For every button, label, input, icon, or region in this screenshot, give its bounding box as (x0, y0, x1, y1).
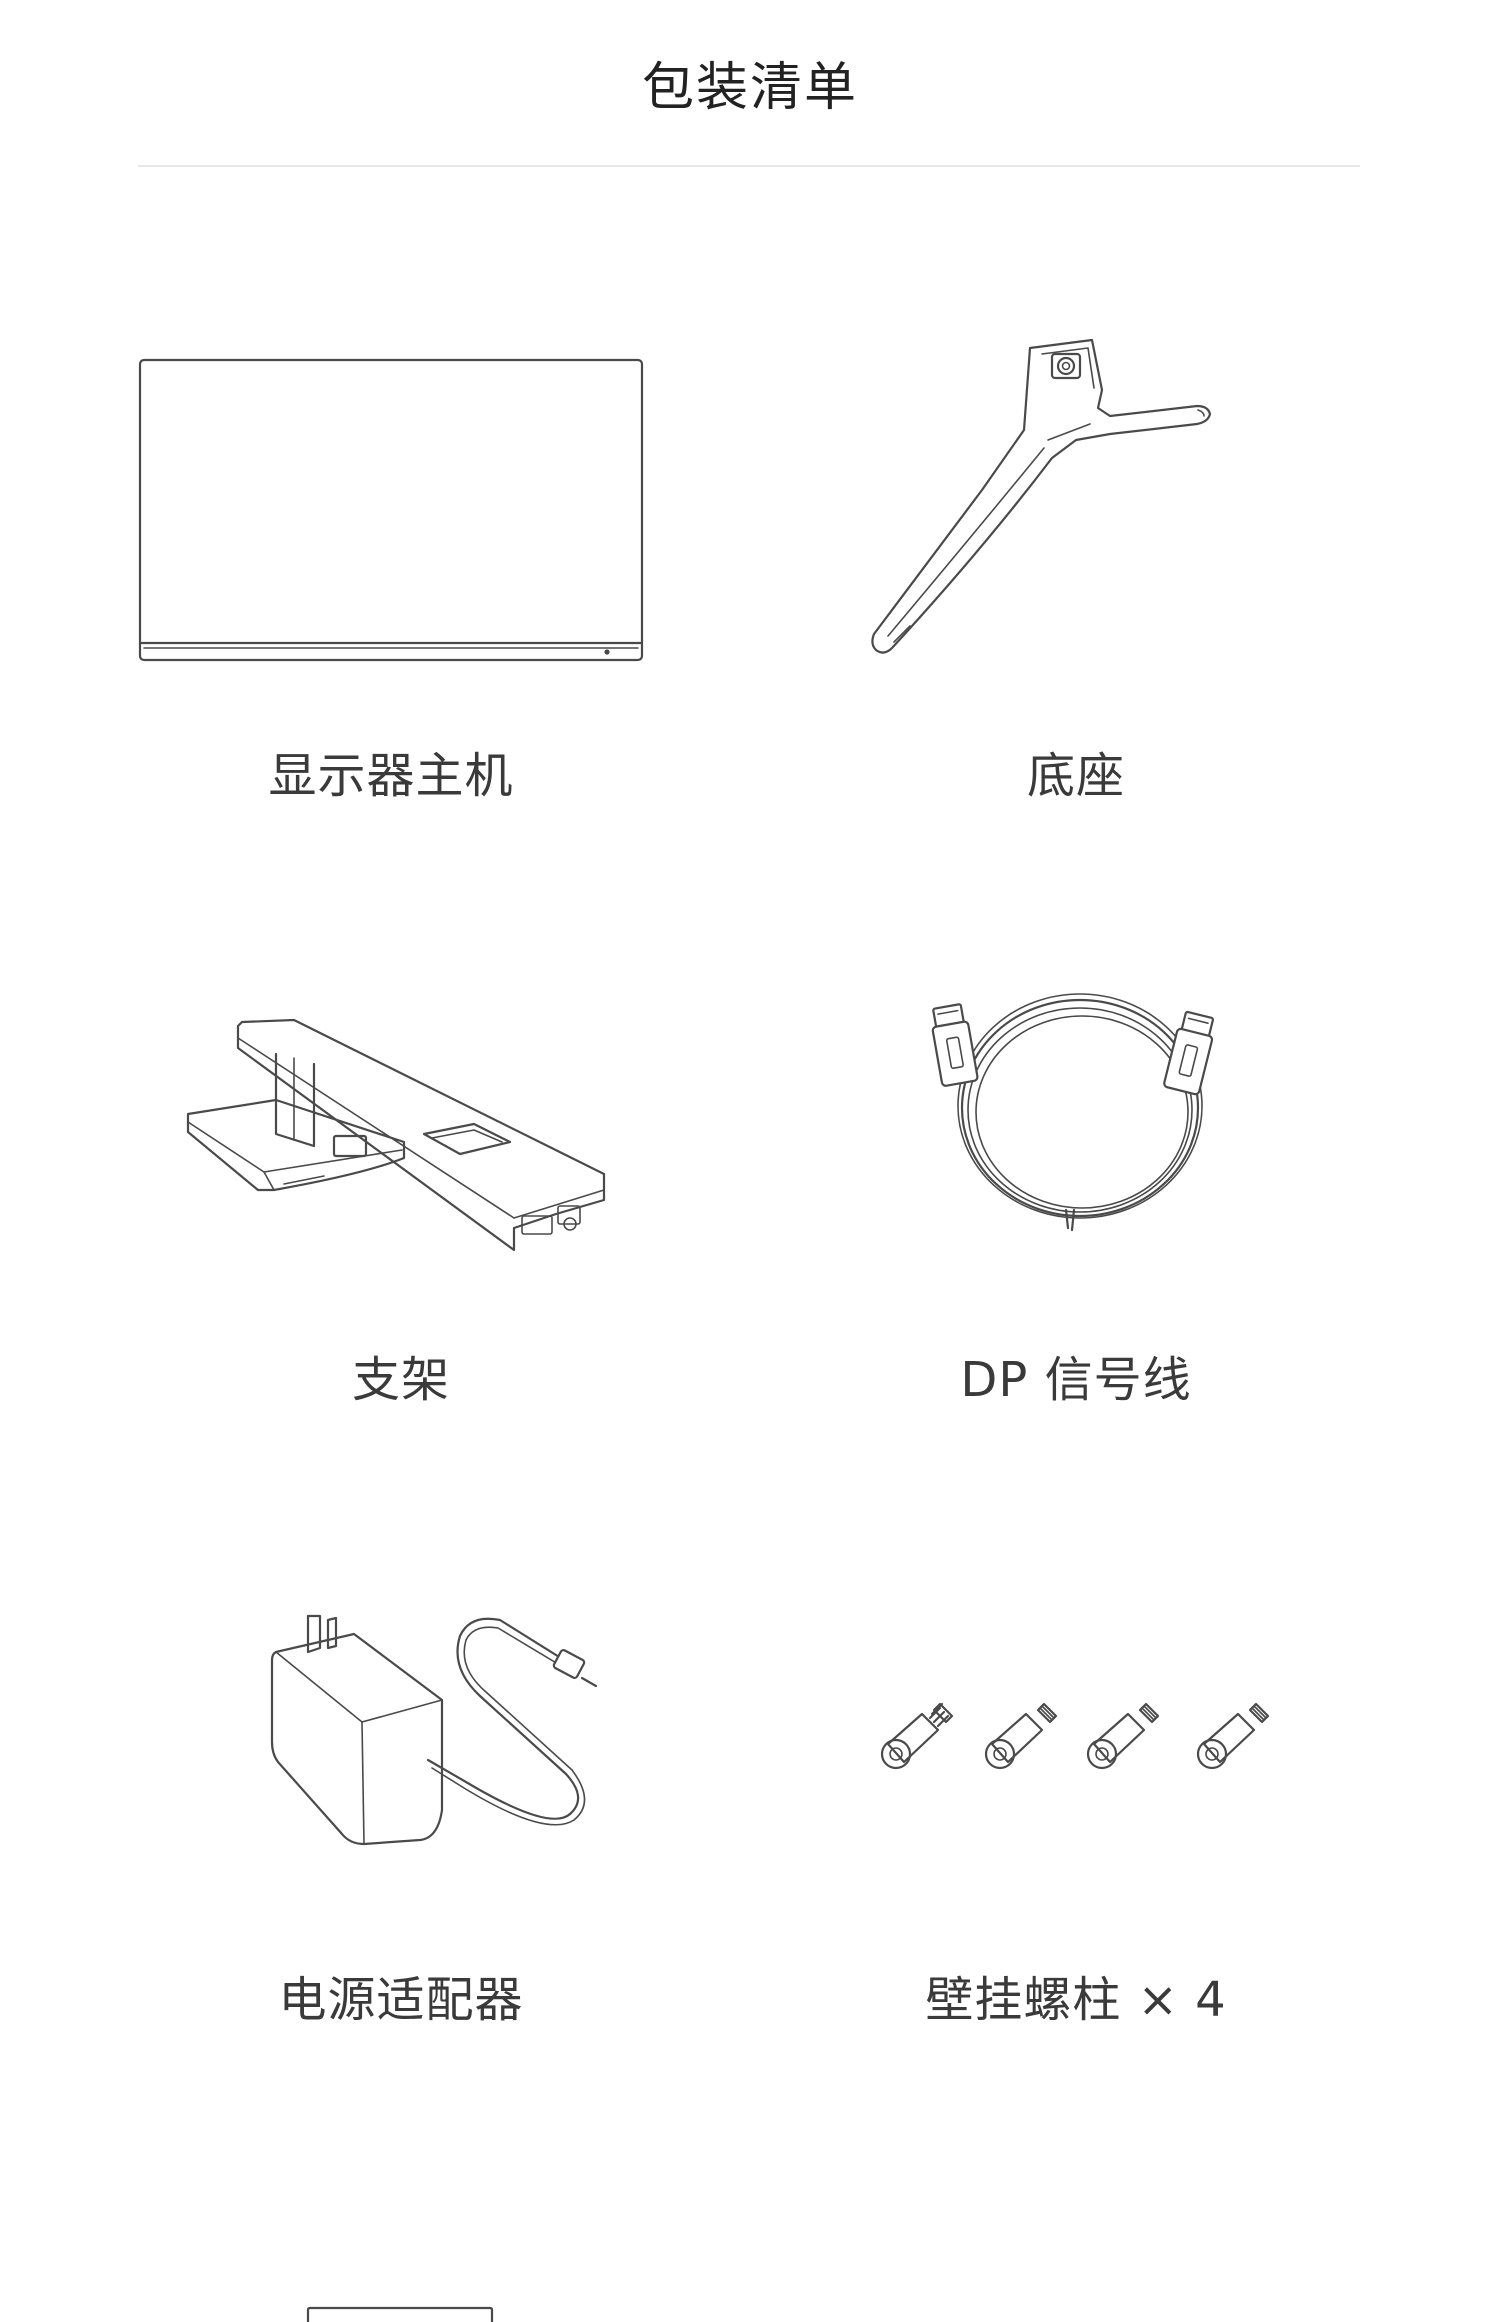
wall-mount-screw-icon (872, 1696, 1282, 1780)
dp-cable-icon (924, 976, 1230, 1232)
base-icon (862, 330, 1242, 656)
item-label-dp-cable: DP 信号线 (960, 1352, 1192, 1408)
item-label-power-adapter: 电源适配器 (278, 1972, 524, 2028)
item-label-stand: 支架 (351, 1352, 450, 1408)
power-adapter-icon (270, 1612, 610, 1848)
item-label-monitor: 显示器主机 (268, 748, 514, 804)
next-item-outline (306, 2306, 494, 2322)
item-label-base: 底座 (1026, 748, 1125, 804)
page-title: 包装清单 (641, 58, 858, 118)
stand-icon (184, 1018, 624, 1252)
item-label-wall-mount-screws: 壁挂螺柱 × 4 (925, 1972, 1227, 2028)
title-divider (138, 165, 1360, 167)
monitor-icon (138, 358, 644, 662)
